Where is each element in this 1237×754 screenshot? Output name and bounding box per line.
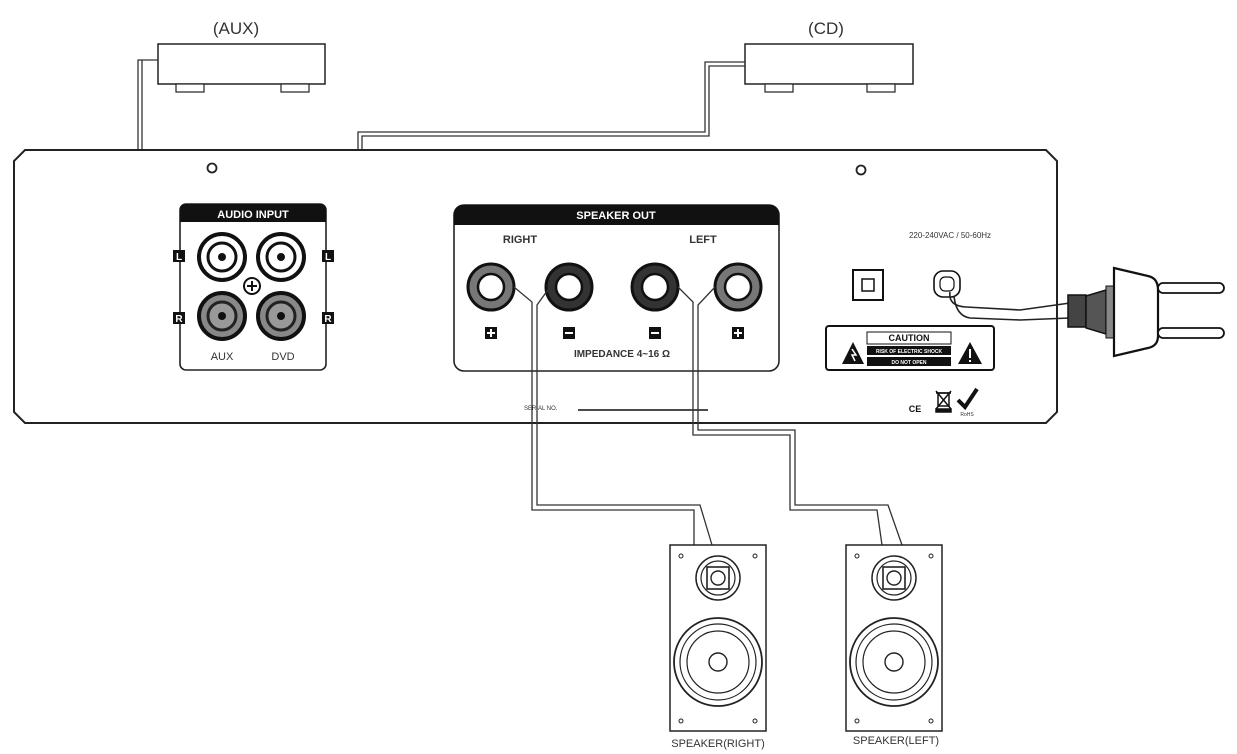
polarity-plus-icon: [485, 327, 497, 339]
input-left-marker: L: [176, 252, 182, 263]
power-cord-strain-relief: [933, 270, 961, 298]
speaker-out-title: SPEAKER OUT: [576, 210, 656, 222]
polarity-plus-icon: [732, 327, 744, 339]
serial-label: SERIAL NO.: [524, 406, 558, 412]
input-left-marker-2: L: [325, 252, 331, 263]
speaker-left-label: SPEAKER(LEFT): [853, 735, 939, 747]
binding-post-right-negative[interactable]: [544, 262, 594, 312]
input-right-marker: R: [175, 314, 183, 325]
panel-screw-left: [206, 162, 218, 174]
polarity-minus-icon: [563, 327, 575, 339]
speaker-left: [845, 544, 943, 732]
speaker-wire-left: [677, 286, 903, 546]
speaker-right-label: SPEAKER(RIGHT): [671, 738, 765, 750]
power-cable: [949, 291, 1071, 321]
cd-device-label: (CD): [808, 19, 844, 38]
input-dvd-label: DVD: [271, 351, 294, 363]
power-rating: 220-240VAC / 50-60Hz: [909, 231, 991, 240]
binding-post-left-positive[interactable]: [713, 262, 763, 312]
caution-line-1: RISK OF ELECTRIC SHOCK: [876, 349, 943, 355]
power-plug-icon: [1067, 266, 1225, 358]
panel-screw-right: [855, 164, 867, 176]
binding-post-left-negative[interactable]: [630, 262, 680, 312]
polarity-minus-icon: [649, 327, 661, 339]
binding-post-right-positive[interactable]: [466, 262, 516, 312]
speaker-wire-right: [513, 286, 713, 546]
caution-label: [825, 325, 995, 371]
rohs-mark: RoHS: [960, 412, 974, 418]
caution-line-2: DO NOT OPEN: [891, 360, 926, 366]
rca-jacks: [197, 232, 306, 341]
speaker-out-left-label: LEFT: [689, 234, 717, 246]
input-aux-label: AUX: [211, 351, 234, 363]
impedance-label: IMPEDANCE 4~16 Ω: [574, 349, 670, 360]
ce-mark: CE: [909, 404, 922, 414]
aux-device-label: (AUX): [213, 19, 259, 38]
input-right-marker-2: R: [324, 314, 332, 325]
audio-input-title: AUDIO INPUT: [217, 209, 289, 221]
weee-bin-icon: [935, 390, 952, 413]
power-switch[interactable]: [852, 269, 884, 301]
caution-title: CAUTION: [889, 333, 930, 343]
rohs-check-icon: [956, 387, 979, 411]
speaker-right: [669, 544, 767, 732]
speaker-out-right-label: RIGHT: [503, 234, 538, 246]
aux-device: [157, 43, 326, 93]
cd-device: [744, 43, 914, 93]
binding-posts: [466, 262, 763, 312]
